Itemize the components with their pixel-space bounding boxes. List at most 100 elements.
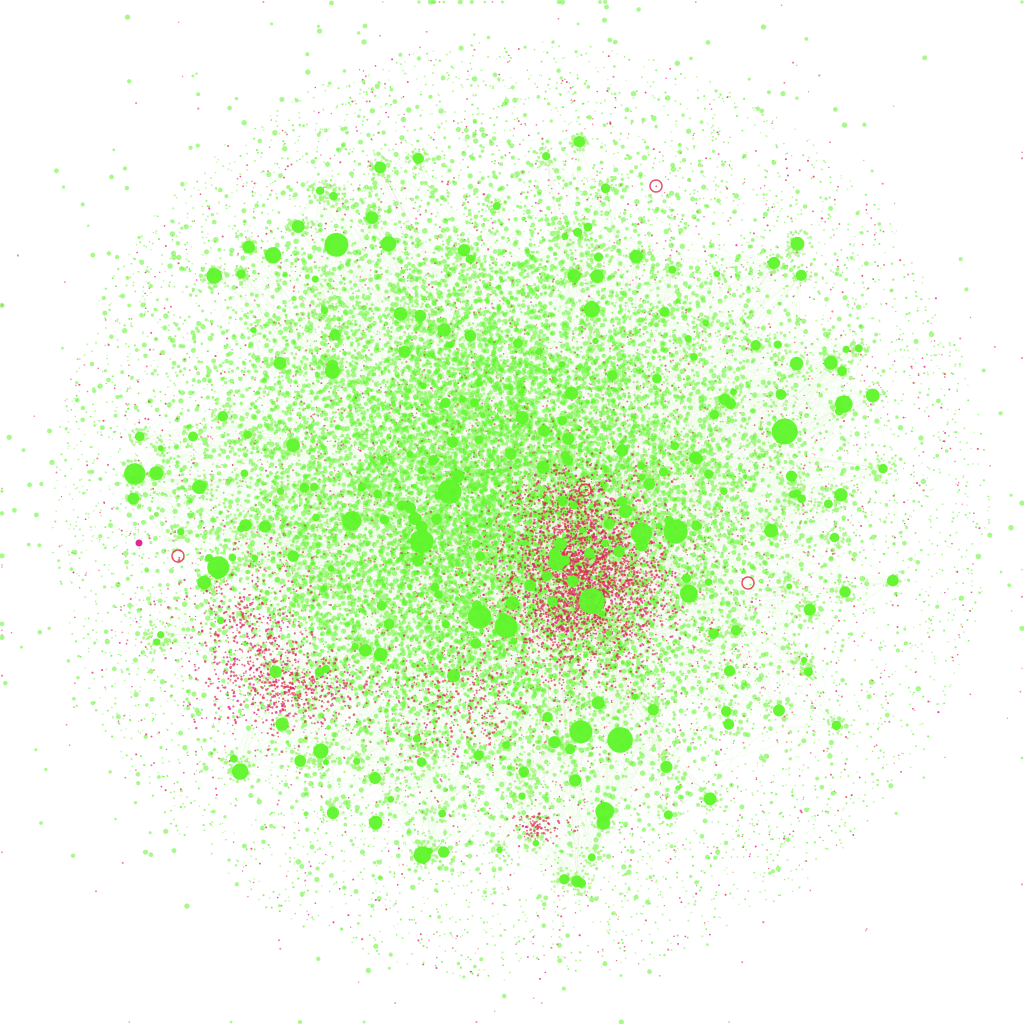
secondary-node (933, 340, 936, 342)
primary-node (561, 57, 564, 59)
primary-node (874, 238, 877, 241)
primary-node (243, 367, 247, 370)
secondary-node (436, 957, 438, 959)
primary-node (317, 140, 320, 143)
primary-node (189, 225, 192, 228)
primary-node (119, 432, 122, 435)
primary-node (578, 903, 580, 906)
secondary-node (401, 872, 404, 876)
secondary-node (387, 819, 390, 821)
secondary-node (735, 244, 738, 247)
primary-node (206, 215, 209, 218)
primary-node (403, 876, 406, 879)
primary-node (725, 787, 728, 790)
primary-node (759, 804, 762, 807)
secondary-node (403, 187, 406, 190)
primary-node (711, 821, 713, 824)
primary-node (626, 899, 629, 902)
primary-node (503, 129, 506, 132)
primary-node (966, 619, 969, 621)
primary-node (940, 388, 943, 390)
primary-node (173, 790, 176, 793)
primary-node (518, 960, 520, 962)
primary-node (797, 415, 800, 417)
secondary-node (812, 555, 815, 558)
primary-node (550, 888, 553, 891)
primary-node (185, 258, 188, 261)
primary-node (617, 763, 620, 766)
primary-node (139, 618, 142, 621)
primary-node (561, 106, 565, 109)
primary-node (627, 176, 630, 179)
secondary-node (129, 532, 132, 535)
primary-node (695, 832, 698, 835)
primary-node (408, 932, 410, 934)
primary-node (592, 167, 595, 169)
primary-node (731, 770, 734, 773)
primary-node (459, 975, 461, 977)
primary-node (251, 194, 254, 197)
primary-node (517, 851, 519, 853)
primary-node (836, 350, 838, 353)
primary-node (157, 215, 159, 218)
primary-node (896, 325, 898, 327)
secondary-node (637, 223, 640, 226)
primary-node (736, 105, 739, 108)
primary-node (655, 879, 658, 882)
primary-node (890, 779, 893, 782)
secondary-node (560, 915, 563, 918)
secondary-node (260, 246, 263, 249)
secondary-node (586, 198, 589, 201)
secondary-node (760, 187, 762, 189)
primary-node (414, 201, 417, 204)
primary-node (955, 503, 957, 505)
primary-node (625, 79, 627, 81)
primary-node (611, 93, 613, 95)
primary-node (874, 501, 876, 504)
primary-node (443, 154, 446, 157)
primary-node (907, 499, 909, 502)
secondary-node (614, 96, 617, 99)
primary-node (707, 254, 710, 257)
primary-node (306, 853, 309, 856)
secondary-node (452, 947, 454, 949)
primary-node (126, 530, 128, 533)
primary-node (160, 690, 162, 692)
primary-node (281, 825, 283, 827)
primary-node (664, 176, 667, 178)
primary-node (381, 940, 383, 943)
primary-node (761, 843, 764, 846)
secondary-node (718, 884, 720, 887)
primary-node (211, 240, 213, 242)
secondary-node (822, 660, 824, 662)
primary-node (852, 244, 855, 247)
primary-node (616, 327, 618, 329)
secondary-node (107, 463, 109, 466)
primary-node (166, 728, 169, 731)
primary-node (621, 821, 624, 824)
primary-node (642, 958, 645, 961)
primary-node (84, 618, 86, 620)
primary-node (574, 901, 577, 904)
primary-node (393, 872, 396, 875)
primary-node (936, 365, 938, 367)
primary-node (487, 974, 490, 977)
primary-node (722, 212, 724, 214)
primary-node (116, 320, 119, 323)
primary-node (810, 593, 813, 596)
primary-node (858, 521, 860, 523)
primary-node (773, 225, 776, 228)
secondary-node (314, 902, 317, 904)
primary-node (864, 793, 866, 796)
primary-node (272, 890, 275, 893)
primary-node (649, 504, 652, 506)
primary-node (530, 940, 533, 943)
primary-node (795, 798, 799, 801)
primary-node (368, 764, 370, 766)
secondary-node (85, 572, 87, 574)
primary-node (557, 914, 560, 917)
primary-node (404, 139, 407, 142)
primary-node (137, 392, 140, 395)
primary-node (246, 312, 249, 315)
primary-node (232, 295, 235, 298)
